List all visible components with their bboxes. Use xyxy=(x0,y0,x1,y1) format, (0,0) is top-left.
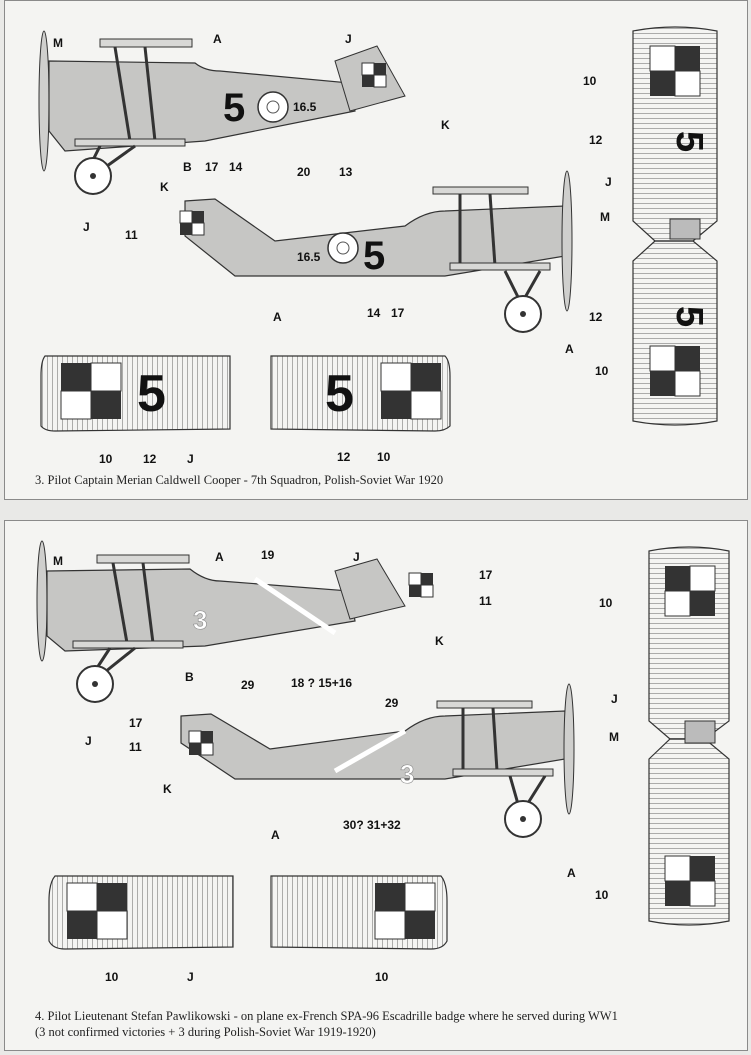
side-view-right xyxy=(180,683,575,838)
callout: K xyxy=(435,634,444,648)
callout: 17 xyxy=(391,306,405,320)
lower-wings-plan xyxy=(48,875,448,950)
caption-pawlikowski-line1: 4. Pilot Lieutenant Stefan Pawlikowski -… xyxy=(35,1009,618,1023)
callout: J xyxy=(611,692,618,706)
callout: K xyxy=(441,118,450,132)
callout: A xyxy=(215,550,224,564)
side-view-left xyxy=(38,30,406,195)
callout: 20 xyxy=(297,165,311,179)
profile-panel-cooper: 5 16.5 5 16.5 5 5 xyxy=(4,0,748,500)
callout: J xyxy=(83,220,90,234)
callout: A xyxy=(273,310,282,324)
callout: 17 xyxy=(129,716,143,730)
callout: 29 xyxy=(385,696,399,710)
callout: 10 xyxy=(105,970,119,984)
numeral-5-wing-b: 5 xyxy=(668,306,710,327)
callout: 10 xyxy=(595,888,609,902)
serial-side2: 16.5 xyxy=(297,250,321,264)
callout: J xyxy=(345,32,352,46)
callout: J xyxy=(85,734,92,748)
callout: 12 xyxy=(337,450,351,464)
callout: A xyxy=(213,32,222,46)
callout: M xyxy=(609,730,619,744)
callout: 10 xyxy=(375,970,389,984)
callout: B xyxy=(183,160,192,174)
numeral-5-side2: 5 xyxy=(363,234,385,278)
numeral-5-side1: 5 xyxy=(223,86,245,130)
callout: 12 xyxy=(589,310,603,324)
callout: 11 xyxy=(125,228,138,242)
callout: 29 xyxy=(241,678,255,692)
callout: 10 xyxy=(377,450,391,464)
callout: A xyxy=(271,828,280,842)
callout: 10 xyxy=(99,452,113,466)
pawlikowski-drawing: 3 3 xyxy=(36,540,730,984)
callout: 12 xyxy=(589,133,603,147)
numeral-3-side1: 3 xyxy=(193,605,207,635)
callout: A xyxy=(565,342,574,356)
caption-cooper: 3. Pilot Captain Merian Caldwell Cooper … xyxy=(35,473,444,487)
callout: J xyxy=(605,175,612,189)
callout: M xyxy=(53,36,63,50)
callout: M xyxy=(53,554,63,568)
callout: 13 xyxy=(339,165,353,179)
upper-wing-plan xyxy=(632,26,718,426)
callout: A xyxy=(567,866,576,880)
callout: 14 xyxy=(367,306,381,320)
callout: 12 xyxy=(143,452,157,466)
side-view-right xyxy=(179,170,573,333)
side-view-left xyxy=(36,540,434,703)
callout: J xyxy=(353,550,360,564)
callout: B xyxy=(185,670,194,684)
callout: 14 xyxy=(229,160,243,174)
cooper-drawing: 5 16.5 5 16.5 5 5 xyxy=(38,26,718,466)
callout: 10 xyxy=(599,596,613,610)
numeral-3-side2: 3 xyxy=(400,759,414,789)
numeral-5-lower-left: 5 xyxy=(137,365,166,423)
upper-wing-plan xyxy=(648,546,730,926)
caption-pawlikowski-line2: (3 not confirmed victories + 3 during Po… xyxy=(35,1025,376,1039)
lower-wings-plan xyxy=(40,355,451,432)
callout: 30? 31+32 xyxy=(343,818,401,832)
callout: 17 xyxy=(205,160,219,174)
callout: 17 xyxy=(479,568,493,582)
callout: K xyxy=(160,180,169,194)
callout: 11 xyxy=(129,740,142,754)
callout: J xyxy=(187,970,194,984)
callout: K xyxy=(163,782,172,796)
callout: 11 xyxy=(479,594,492,608)
callout: 10 xyxy=(595,364,609,378)
numeral-5-wing-a: 5 xyxy=(668,131,710,152)
callout: 10 xyxy=(583,74,597,88)
callout: 19 xyxy=(261,548,275,562)
callout: J xyxy=(187,452,194,466)
callout: 18 ? 15+16 xyxy=(291,676,352,690)
numeral-5-lower-right: 5 xyxy=(325,365,354,423)
callout: M xyxy=(600,210,610,224)
serial-side1: 16.5 xyxy=(293,100,317,114)
profile-panel-pawlikowski: 3 3 xyxy=(4,520,748,1051)
